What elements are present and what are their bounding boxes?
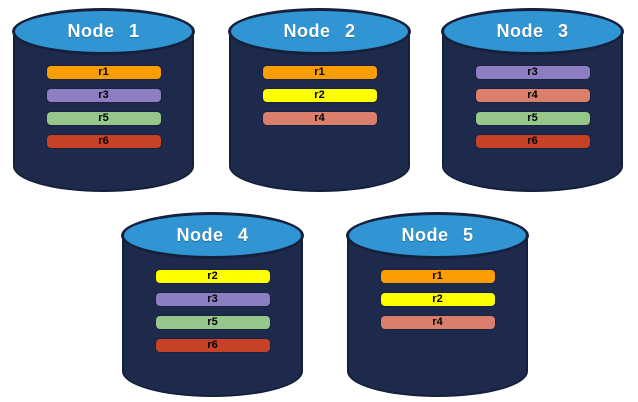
replica-bar: r6: [155, 339, 270, 352]
cylinder-body: [229, 30, 410, 192]
replica-bar: r5: [475, 112, 590, 125]
cylinder-body: [13, 30, 194, 192]
replica-list: r1 r2 r4: [346, 270, 529, 329]
replica-bar: r2: [262, 89, 377, 102]
node-3-cylinder: Node 3 r3 r4 r5 r6: [441, 8, 624, 192]
replica-bar: r5: [46, 112, 161, 125]
replica-bar: r2: [380, 293, 495, 306]
replica-bar: r4: [262, 112, 377, 125]
replica-list: r3 r4 r5 r6: [441, 66, 624, 148]
replica-bar: r3: [46, 89, 161, 102]
cylinder-body: [442, 30, 623, 192]
replica-bar: r1: [46, 66, 161, 79]
node-5-cylinder: Node 5 r1 r2 r4: [346, 212, 529, 397]
node-4-cylinder: Node 4 r2 r3 r5 r6: [121, 212, 304, 397]
replica-bar: r6: [475, 135, 590, 148]
replica-bar: r1: [380, 270, 495, 283]
cylinder-body: [122, 234, 303, 397]
replica-bar: r6: [46, 135, 161, 148]
cylinder-top: Node 4: [121, 212, 304, 259]
cylinder-top: Node 1: [12, 8, 195, 55]
node-title: Node 5: [401, 225, 474, 245]
replica-bar: r4: [380, 316, 495, 329]
replica-list: r1 r2 r4: [228, 66, 411, 125]
replica-bar: r3: [155, 293, 270, 306]
replica-bar: r1: [262, 66, 377, 79]
replica-list: r2 r3 r5 r6: [121, 270, 304, 352]
replica-bar: r3: [475, 66, 590, 79]
node-title: Node 2: [283, 21, 356, 41]
cylinder-top: Node 2: [228, 8, 411, 55]
replica-list: r1 r3 r5 r6: [12, 66, 195, 148]
node-title: Node 4: [176, 225, 249, 245]
node-title: Node 1: [67, 21, 140, 41]
node-1-cylinder: Node 1 r1 r3 r5 r6: [12, 8, 195, 192]
cylinder-top: Node 5: [346, 212, 529, 259]
node-title: Node 3: [496, 21, 569, 41]
cylinder-top: Node 3: [441, 8, 624, 55]
replica-bar: r2: [155, 270, 270, 283]
replica-bar: r5: [155, 316, 270, 329]
node-2-cylinder: Node 2 r1 r2 r4: [228, 8, 411, 192]
cylinder-body: [347, 234, 528, 397]
replica-bar: r4: [475, 89, 590, 102]
